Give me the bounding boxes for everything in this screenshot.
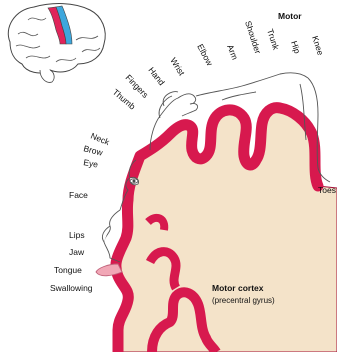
- label-hip: Hip: [289, 40, 303, 55]
- label-hand: Hand: [146, 65, 167, 87]
- label-shoulder: Shoulder: [243, 20, 263, 56]
- label-thumb: Thumb: [111, 87, 138, 112]
- label-trunk: Trunk: [265, 28, 281, 52]
- brain-thumbnail-icon: [8, 4, 105, 83]
- motor-cortex-title: Motor cortex: [212, 283, 264, 293]
- diagram-title: Motor: [278, 11, 302, 21]
- label-brow: Brow: [83, 143, 105, 158]
- motor-cortex-cross-section: [116, 108, 337, 352]
- label-toes: Toes: [318, 185, 336, 195]
- label-elbow: Elbow: [195, 42, 215, 68]
- motor-cortex-subtitle: (precentral gyrus): [212, 296, 275, 305]
- label-wrist: Wrist: [168, 56, 187, 78]
- label-face: Face: [69, 190, 88, 200]
- label-eye: Eye: [83, 157, 99, 169]
- label-knee: Knee: [310, 35, 326, 57]
- body-part-labels-top: Motor Knee Hip Trunk Shoulder Arm Elbow …: [111, 11, 326, 112]
- label-lips: Lips: [69, 230, 85, 240]
- label-swallowing: Swallowing: [50, 283, 93, 293]
- label-jaw: Jaw: [69, 247, 85, 257]
- label-tongue: Tongue: [54, 265, 82, 275]
- label-arm: Arm: [225, 43, 240, 61]
